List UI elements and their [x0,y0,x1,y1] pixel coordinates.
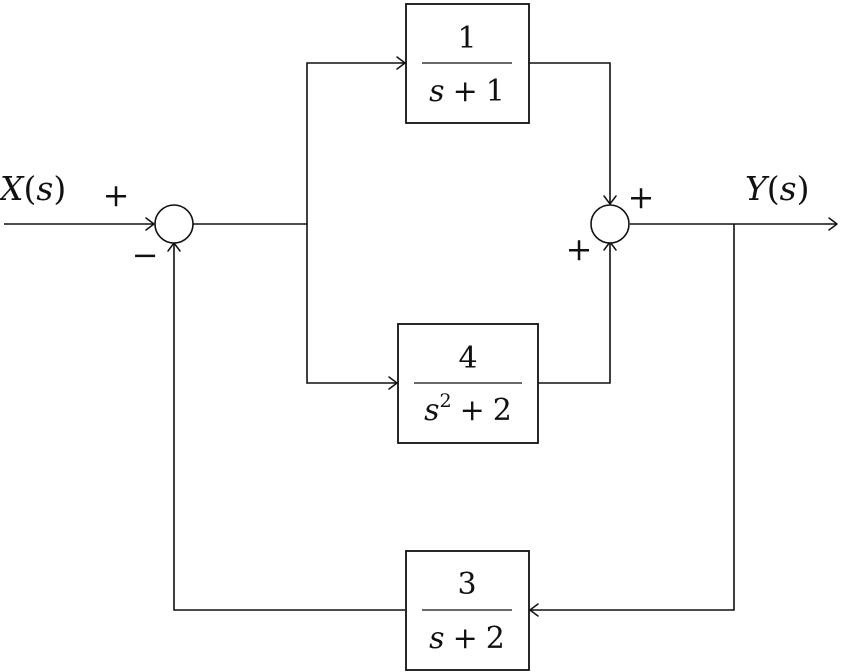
input-signal-name: X [0,169,25,208]
arrowhead-lower-block [388,376,398,390]
sum1-feedback-sign: − [132,236,159,274]
upper-block-den-var: s [429,74,444,109]
upper-block-den-op: + [453,74,478,109]
output-signal-label: Y(s) [745,169,809,208]
upper-block-numerator: 1 [457,21,476,56]
feedback-block-den-const: 2 [486,621,505,656]
output-signal-arg: s [780,169,797,208]
lower-block-den-var: s [424,393,439,428]
output-signal-name: Y [745,169,770,208]
sum2-upper-sign: + [628,178,655,216]
lower-block-denominator: s2+2 [424,390,512,428]
input-signal-label: X(s) [0,169,66,208]
feedback-block-denominator: s +2 [429,621,505,656]
arrowhead-sum2-top [603,195,617,205]
sum2-lower-sign: + [566,230,593,268]
feedback-block-den-op: + [453,621,478,656]
feedback-transfer-block: 3 s +2 [405,550,530,671]
arrowhead-sum1-input [145,217,155,231]
upper-block-denominator: s +1 [429,74,505,109]
feedback-return-line [173,244,405,611]
lower-transfer-block: 4 s2+2 [397,323,539,444]
lower-output-line [538,243,611,384]
lower-branch-line [306,224,396,384]
upper-branch-line [306,62,404,224]
arrowhead-feedback-block [529,603,539,617]
upper-block-den-const: 1 [486,74,505,109]
lower-block-numerator: 4 [458,341,477,376]
lower-block-den-op: + [460,393,485,428]
summing-junction-2 [590,204,630,244]
input-signal-arg: s [36,169,53,208]
lower-block-den-exponent: 2 [440,390,452,412]
upper-transfer-block: 1 s +1 [405,3,530,124]
feedback-block-numerator: 3 [457,567,476,602]
feedback-block-den-var: s [429,621,444,656]
summing-junction-1 [154,204,194,244]
lower-block-den-const: 2 [493,393,512,428]
feedback-take-off-line [531,224,735,611]
sum1-input-sign: + [103,176,130,214]
arrowhead-upper-block [396,56,406,70]
upper-output-line [529,62,611,203]
arrowhead-output [828,217,838,231]
